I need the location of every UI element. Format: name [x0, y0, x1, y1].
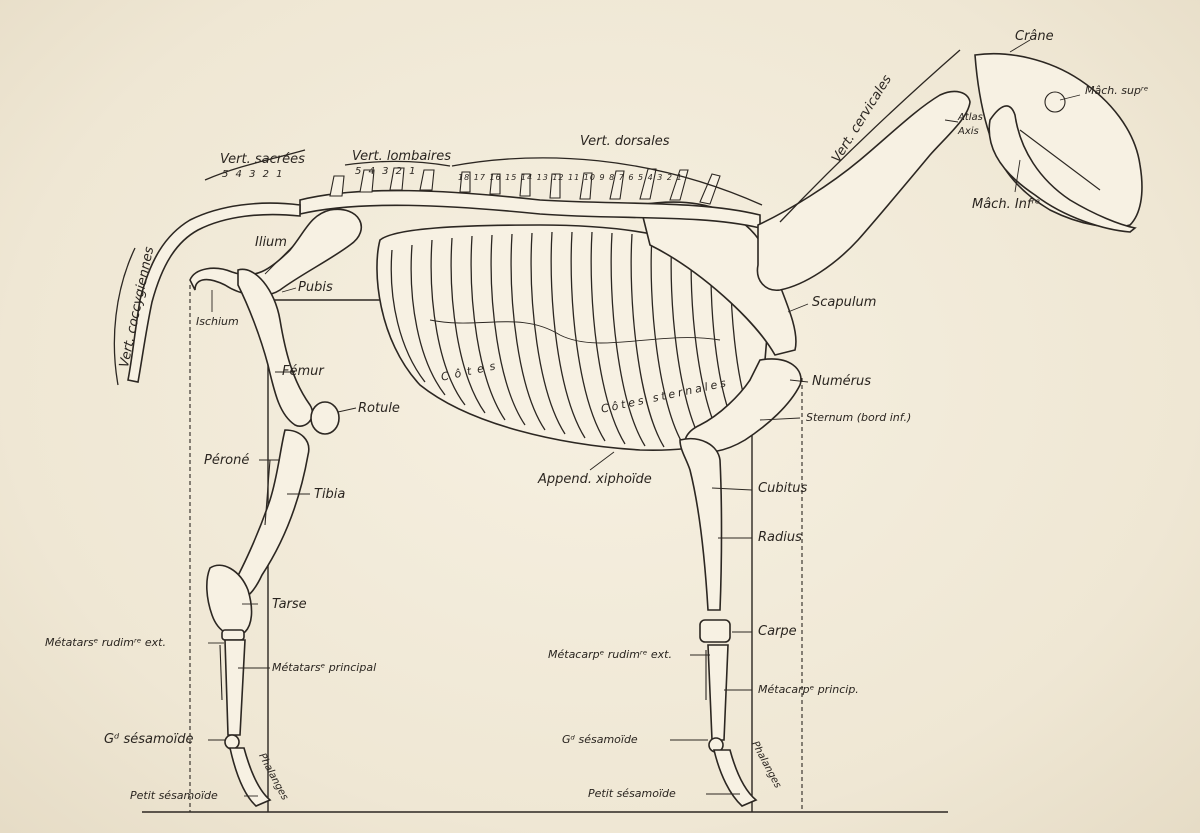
label-gd-sesamoide-hind: Gᵈ sésamoïde — [104, 733, 193, 746]
label-numerus: Numérus — [812, 375, 871, 388]
label-atlas: Atlas — [958, 113, 983, 123]
label-vert-sacrees: Vert. sacrées — [220, 153, 305, 166]
label-vert-dorsales: Vert. dorsales — [580, 135, 670, 148]
label-cubitus: Cubitus — [758, 482, 807, 495]
label-radius: Radius — [758, 531, 802, 544]
label-crane: Crâne — [1015, 30, 1054, 43]
label-pubis: Pubis — [298, 281, 333, 294]
label-vert-lombaires: Vert. lombaires — [352, 150, 451, 163]
label-tarse: Tarse — [272, 598, 307, 611]
label-metacarp-princip: Métacarpᵉ princip. — [758, 684, 859, 695]
label-metatars-rudim: Métatarsᵉ rudimʳᵉ ext. — [45, 637, 166, 648]
label-mach-inf: Mâch. Infʳᵉ — [972, 198, 1040, 211]
label-gd-sesamoide-fore: Gᵈ sésamoïde — [562, 734, 638, 745]
label-ilium: Ilium — [255, 236, 287, 249]
label-petit-sesamoide-hind: Petit sésamoïde — [130, 790, 218, 801]
label-carpe: Carpe — [758, 625, 797, 638]
label-mach-sup: Mâch. supʳᵉ — [1085, 85, 1148, 96]
label-metacarp-rudim: Métacarpᵉ rudimʳᵉ ext. — [548, 649, 672, 660]
label-perone: Péroné — [204, 454, 249, 467]
label-append-xiphoide: Append. xiphoïde — [538, 473, 652, 486]
hind-limb — [207, 269, 339, 806]
numbers-sacrees: 5 4 3 2 1 — [222, 170, 285, 180]
fore-limb — [680, 359, 801, 806]
label-axis: Axis — [958, 127, 979, 137]
label-femur: Fémur — [282, 365, 324, 378]
label-rotule: Rotule — [358, 402, 400, 415]
numbers-dorsales: 18 17 16 15 14 13 12 11 10 9 8 7 6 5 4 3… — [458, 174, 683, 182]
label-tibia: Tibia — [314, 488, 345, 501]
label-ischium: Ischium — [196, 316, 239, 327]
label-metatars-principal: Métatarsᵉ principal — [272, 662, 376, 673]
label-sternum: Sternum (bord inf.) — [806, 412, 911, 423]
label-petit-sesamoide-fore: Petit sésamoïde — [588, 788, 676, 799]
numbers-lombaires: 5 4 3 2 1 — [355, 167, 418, 177]
label-scapulum: Scapulum — [812, 296, 876, 309]
